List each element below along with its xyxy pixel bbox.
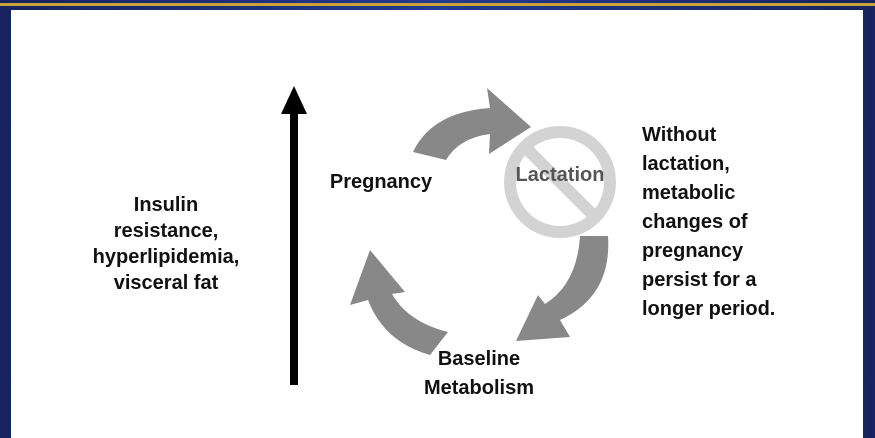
baseline-metabolism-label: Baseline Metabolism (423, 348, 535, 399)
prohibited-icon (504, 126, 616, 238)
cycle-arrow-top (413, 88, 531, 160)
arrow-up-icon (281, 86, 307, 385)
pregnancy-label: Pregnancy (329, 171, 433, 193)
frame-accent-line (0, 3, 875, 6)
cycle-arrow-right (516, 236, 609, 341)
cycle-arrow-left (350, 250, 448, 355)
without-lactation-note: Without lactation, metabolic changes of … (642, 124, 776, 320)
lactation-label: Lactation (515, 164, 605, 186)
insulin-resistance-label: Insulin resistance, hyperlipidemia, visc… (92, 194, 240, 294)
diagram-panel (11, 10, 863, 438)
